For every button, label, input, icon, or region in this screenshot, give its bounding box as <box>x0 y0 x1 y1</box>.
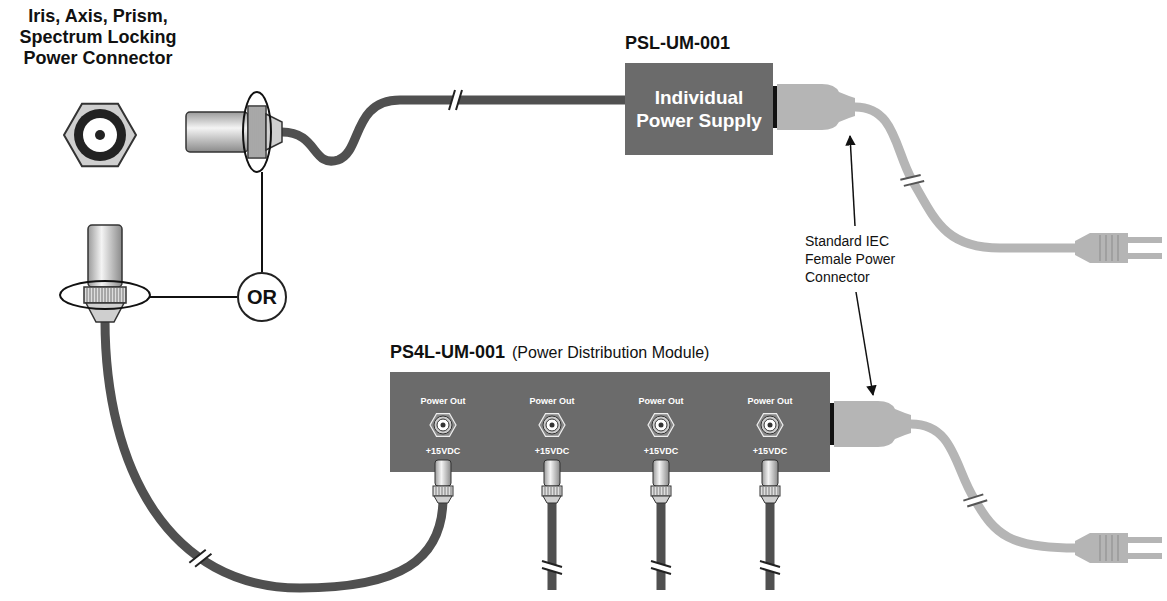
hex-nut <box>64 104 136 166</box>
power-out-port <box>539 414 565 503</box>
part-description: (Power Distribution Module) <box>512 344 709 361</box>
locking-plug-side <box>186 106 282 158</box>
connector-ring <box>74 109 126 161</box>
break-mark <box>542 561 562 574</box>
break-mark <box>760 561 780 574</box>
voltage-label: +15VDC <box>522 446 582 456</box>
voltage-label: +15VDC <box>631 446 691 456</box>
port-label: Power Out <box>522 396 582 406</box>
node-text: Individual Power Supply <box>625 86 773 132</box>
node-content: Individual Power Supply <box>625 63 773 155</box>
callout-ellipse <box>60 281 150 309</box>
break-mark <box>651 561 671 574</box>
power-out-port <box>430 414 456 503</box>
pointer-arrow <box>856 292 873 395</box>
callout-ellipse <box>243 92 271 172</box>
connector-front-view <box>64 104 136 166</box>
port-label: Power Out <box>413 396 473 406</box>
power-cord <box>911 424 1076 548</box>
iec-socket <box>830 403 834 445</box>
heading-row: PS4L-UM-001 (Power Distribution Module) <box>390 342 709 363</box>
voltage-label: +15VDC <box>740 446 800 456</box>
node-text: OR <box>247 286 277 308</box>
connector-face <box>83 118 117 152</box>
break-mark <box>189 546 211 570</box>
power-supply-box: PSL-UM-001Individual Power Supply <box>625 63 773 155</box>
leader-line <box>150 296 237 298</box>
break-mark <box>449 90 462 110</box>
wall-plug <box>1075 533 1162 563</box>
power-cord <box>855 107 1076 248</box>
power-out-port <box>648 414 674 503</box>
break-mark <box>963 489 987 511</box>
part-number: PS4L-UM-001 <box>390 342 505 362</box>
node-content: OR <box>239 274 285 320</box>
connector-title: Iris, Axis, Prism, Spectrum Locking Powe… <box>8 6 188 69</box>
connector-pin <box>95 130 105 140</box>
leader-line <box>261 172 263 272</box>
part-number: PSL-UM-001 <box>625 33 730 53</box>
callout-label: Standard IEC Female Power Connector <box>803 232 939 286</box>
iec-female-plug <box>777 84 855 130</box>
voltage-label: +15VDC <box>413 446 473 456</box>
port-label: Power Out <box>631 396 691 406</box>
power-out-ports <box>390 372 830 512</box>
wall-plug <box>1075 233 1162 263</box>
pointer-arrow <box>850 136 855 226</box>
iec-socket <box>773 86 777 128</box>
port-cables <box>552 498 770 590</box>
heading-row: PSL-UM-001 <box>625 33 730 54</box>
iec-female-plug <box>834 401 911 447</box>
distribution-module-box: PS4L-UM-001(Power Distribution Module) <box>390 372 830 472</box>
or-circle: OR <box>237 272 287 322</box>
power-out-port <box>757 414 783 503</box>
break-mark <box>900 170 924 191</box>
port-label: Power Out <box>740 396 800 406</box>
